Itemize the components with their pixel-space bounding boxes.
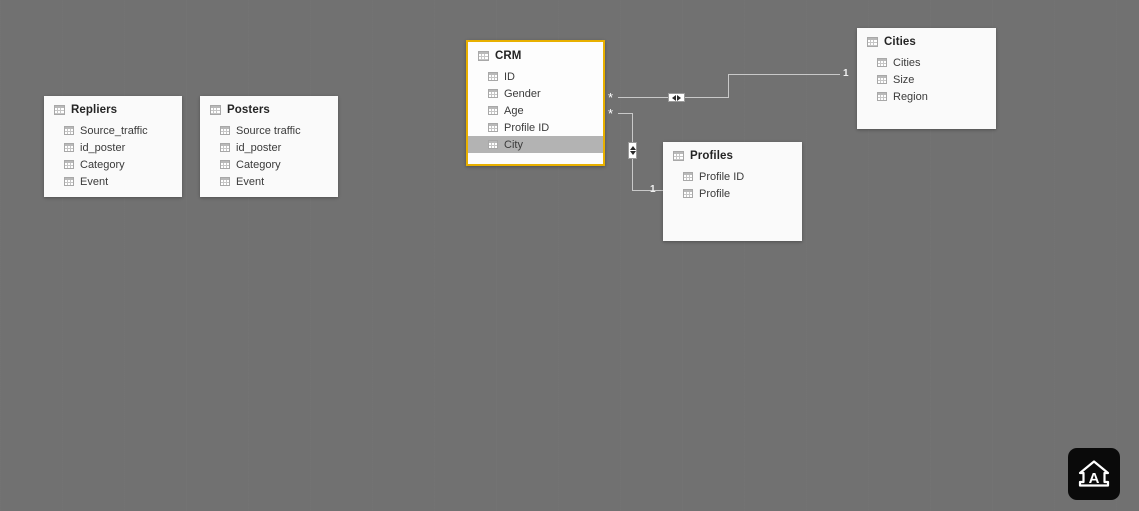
table-header: Posters: [200, 96, 338, 120]
field-icon: [64, 160, 74, 169]
field-row[interactable]: Profile: [663, 185, 802, 202]
field-label: Event: [80, 175, 109, 188]
field-icon: [488, 140, 498, 149]
table-header: Repliers: [44, 96, 182, 120]
table-title: Posters: [227, 104, 270, 116]
field-list: Cities Size Region: [857, 52, 996, 105]
field-row[interactable]: Age: [468, 102, 603, 119]
table-header: CRM: [468, 42, 603, 66]
table-icon: [867, 37, 878, 47]
field-label: Event: [236, 175, 265, 188]
field-row[interactable]: Event: [200, 173, 338, 190]
cardinality-crm-cities-one: 1: [843, 68, 849, 79]
field-label: id_poster: [80, 141, 126, 154]
table-header: Profiles: [663, 142, 802, 166]
table-icon: [478, 51, 489, 61]
arrow-down-icon: [629, 151, 636, 155]
field-row[interactable]: id_poster: [200, 139, 338, 156]
field-label: Category: [80, 158, 125, 171]
table-header: Cities: [857, 28, 996, 52]
field-label: Category: [236, 158, 281, 171]
table-icon: [673, 151, 684, 161]
cardinality-crm-cities-many: *: [608, 90, 614, 105]
field-list: Source_traffic id_poster Category Event: [44, 120, 182, 190]
relationship-line-crm-profiles-segment-1[interactable]: [618, 113, 633, 114]
field-label: Source traffic: [236, 124, 301, 137]
field-label: Gender: [504, 87, 541, 100]
cardinality-crm-profiles-many: *: [608, 106, 614, 121]
field-icon: [488, 123, 498, 132]
field-icon: [220, 177, 230, 186]
home-letter-a-icon: A: [1078, 460, 1110, 487]
field-label: id_poster: [236, 141, 282, 154]
field-icon: [683, 172, 693, 181]
field-icon: [488, 72, 498, 81]
table-icon: [210, 105, 221, 115]
field-label: City: [504, 138, 523, 151]
bidirectional-filter-icon[interactable]: [628, 142, 637, 159]
field-row[interactable]: Source traffic: [200, 122, 338, 139]
relationship-line-crm-profiles-segment-3[interactable]: [632, 190, 664, 191]
field-icon: [683, 189, 693, 198]
field-row[interactable]: Source_traffic: [44, 122, 182, 139]
field-icon: [64, 143, 74, 152]
table-title: Repliers: [71, 104, 118, 116]
field-icon: [64, 177, 74, 186]
cardinality-crm-profiles-one: 1: [650, 184, 656, 195]
field-row[interactable]: Size: [857, 71, 996, 88]
table-card-cities[interactable]: Cities Cities Size Region: [857, 28, 996, 129]
field-label: Region: [893, 90, 928, 103]
table-title: CRM: [495, 50, 522, 62]
field-list: Source traffic id_poster Category Event: [200, 120, 338, 190]
table-title: Profiles: [690, 150, 733, 162]
arrow-right-icon: [677, 94, 681, 101]
field-row[interactable]: Profile ID: [663, 168, 802, 185]
field-list: Profile ID Profile: [663, 166, 802, 202]
field-row[interactable]: Event: [44, 173, 182, 190]
field-icon: [220, 160, 230, 169]
field-label: Size: [893, 73, 915, 86]
field-label: Profile: [699, 187, 731, 200]
field-row[interactable]: id_poster: [44, 139, 182, 156]
field-icon: [488, 89, 498, 98]
field-list: ID Gender Age Profile ID City: [468, 66, 603, 153]
arrow-left-icon: [672, 94, 676, 101]
table-card-repliers[interactable]: Repliers Source_traffic id_poster Catego…: [44, 96, 182, 197]
relationship-line-crm-cities-segment-2[interactable]: [728, 74, 729, 98]
field-icon: [877, 75, 887, 84]
field-row[interactable]: ID: [468, 68, 603, 85]
table-icon: [54, 105, 65, 115]
bidirectional-filter-icon[interactable]: [668, 93, 685, 102]
field-label: Profile ID: [504, 121, 550, 134]
field-label: Cities: [893, 56, 921, 69]
field-row-selected[interactable]: City: [468, 136, 603, 153]
table-title: Cities: [884, 36, 916, 48]
field-icon: [488, 106, 498, 115]
field-icon: [877, 58, 887, 67]
table-card-profiles[interactable]: Profiles Profile ID Profile: [663, 142, 802, 241]
field-label: Profile ID: [699, 170, 745, 183]
relationship-line-crm-cities-segment-3[interactable]: [728, 74, 840, 75]
field-row[interactable]: Region: [857, 88, 996, 105]
watermark-badge: A: [1068, 448, 1120, 500]
field-row[interactable]: Category: [200, 156, 338, 173]
field-icon: [220, 143, 230, 152]
field-row[interactable]: Cities: [857, 54, 996, 71]
svg-text:A: A: [1089, 470, 1100, 487]
field-row[interactable]: Category: [44, 156, 182, 173]
field-row[interactable]: Gender: [468, 85, 603, 102]
field-row[interactable]: Profile ID: [468, 119, 603, 136]
field-icon: [64, 126, 74, 135]
field-label: ID: [504, 70, 515, 83]
field-label: Source_traffic: [80, 124, 148, 137]
table-card-crm[interactable]: CRM ID Gender Age Profile ID City: [466, 40, 605, 166]
arrow-up-icon: [629, 146, 636, 150]
field-icon: [877, 92, 887, 101]
field-icon: [220, 126, 230, 135]
table-card-posters[interactable]: Posters Source traffic id_poster Categor…: [200, 96, 338, 197]
field-label: Age: [504, 104, 524, 117]
